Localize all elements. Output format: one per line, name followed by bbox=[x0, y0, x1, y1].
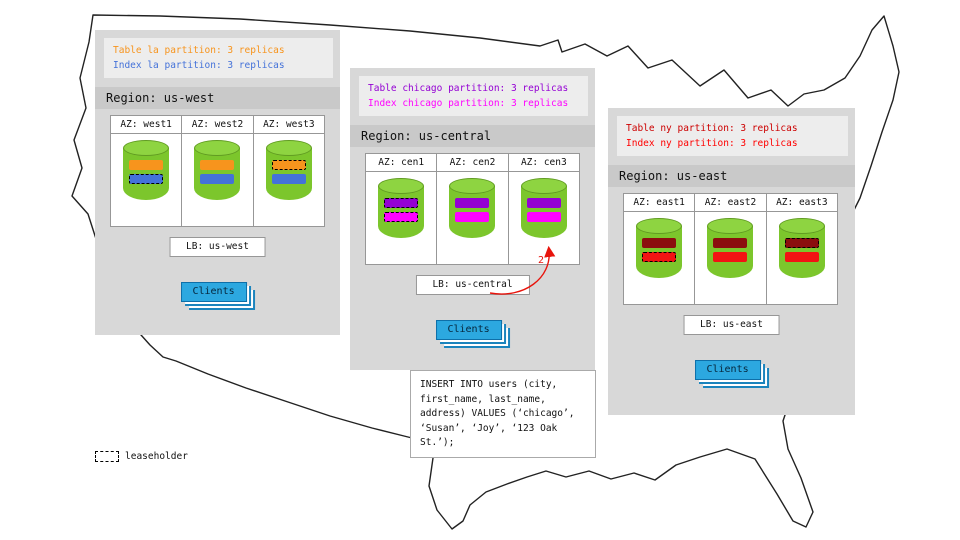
annotation-table-partition: Table ny partition: 3 replicas bbox=[626, 123, 798, 134]
index-partition-bar bbox=[713, 252, 748, 262]
cylinder-area bbox=[767, 212, 837, 304]
index-partition-bar bbox=[642, 252, 677, 262]
index-partition-bar bbox=[200, 174, 235, 184]
sql-line: St.’); bbox=[420, 437, 455, 448]
az-column: AZ: east2 bbox=[695, 194, 767, 304]
az-grid-us-east: AZ: east1 AZ: east2 AZ: east3 bbox=[623, 193, 838, 305]
cylinder-area bbox=[182, 134, 252, 226]
sql-statement: INSERT INTO users (city, first_name, las… bbox=[410, 370, 596, 458]
az-label: AZ: cen3 bbox=[508, 154, 579, 172]
az-label: AZ: cen1 bbox=[366, 154, 437, 172]
db-cylinder bbox=[778, 218, 825, 278]
az-label: AZ: cen2 bbox=[437, 154, 508, 172]
cylinder-area bbox=[624, 212, 694, 304]
az-label: AZ: west2 bbox=[182, 116, 253, 134]
table-partition-bar bbox=[271, 160, 306, 170]
partition-annotation-central: Table chicago partition: 3 replicas Inde… bbox=[359, 76, 588, 116]
leaseholder-legend-label: leaseholder bbox=[125, 451, 188, 462]
cylinder-area bbox=[254, 134, 324, 226]
db-cylinder bbox=[265, 140, 312, 200]
cylinder-area bbox=[695, 212, 765, 304]
region-title-us-west: Region: us-west bbox=[95, 87, 340, 109]
sql-line: INSERT INTO users (city, bbox=[420, 379, 558, 390]
az-column: AZ: cen3 bbox=[508, 154, 579, 264]
annotation-index-partition: Index ny partition: 3 replicas bbox=[626, 138, 798, 149]
table-partition-bar bbox=[713, 238, 748, 248]
index-partition-bar bbox=[129, 174, 164, 184]
clients-button[interactable]: Clients bbox=[435, 320, 502, 340]
partition-annotation-east: Table ny partition: 3 replicas Index ny … bbox=[617, 116, 848, 156]
index-partition-bar bbox=[784, 252, 819, 262]
cylinder-area bbox=[366, 172, 436, 264]
az-column: AZ: west2 bbox=[182, 116, 254, 226]
az-grid-us-central: AZ: cen1 AZ: cen2 AZ: cen3 bbox=[365, 153, 580, 265]
region-title-us-central: Region: us-central bbox=[350, 125, 595, 147]
region-panel-us-central: Table chicago partition: 3 replicas Inde… bbox=[350, 68, 595, 370]
az-column: AZ: west3 bbox=[253, 116, 324, 226]
table-partition-bar bbox=[526, 198, 561, 208]
az-label: AZ: east3 bbox=[766, 194, 837, 212]
index-partition-bar bbox=[455, 212, 490, 222]
db-cylinder bbox=[123, 140, 170, 200]
db-cylinder bbox=[194, 140, 241, 200]
table-partition-bar bbox=[129, 160, 164, 170]
index-partition-bar bbox=[384, 212, 419, 222]
az-label: AZ: west3 bbox=[253, 116, 324, 134]
annotation-index-partition: Index la partition: 3 replicas bbox=[113, 60, 285, 71]
clients-button[interactable]: Clients bbox=[180, 282, 247, 302]
az-column: AZ: west1 bbox=[111, 116, 183, 226]
az-column: AZ: cen2 bbox=[437, 154, 509, 264]
partition-annotation-west: Table la partition: 3 replicas Index la … bbox=[104, 38, 333, 78]
table-partition-bar bbox=[784, 238, 819, 248]
region-title-us-east: Region: us-east bbox=[608, 165, 855, 187]
region-panel-us-east: Table ny partition: 3 replicas Index ny … bbox=[608, 108, 855, 415]
table-partition-bar bbox=[384, 198, 419, 208]
table-partition-bar bbox=[642, 238, 677, 248]
clients-button[interactable]: Clients bbox=[694, 360, 761, 380]
az-column: AZ: cen1 bbox=[366, 154, 438, 264]
db-cylinder bbox=[449, 178, 496, 238]
table-partition-bar bbox=[455, 198, 490, 208]
db-cylinder bbox=[707, 218, 754, 278]
az-column: AZ: east3 bbox=[766, 194, 837, 304]
az-label: AZ: west1 bbox=[111, 116, 182, 134]
load-balancer-us-east: LB: us-east bbox=[683, 315, 780, 335]
db-cylinder bbox=[520, 178, 567, 238]
annotation-table-partition: Table la partition: 3 replicas bbox=[113, 45, 285, 56]
load-balancer-us-west: LB: us-west bbox=[169, 237, 266, 257]
sql-line: address) VALUES (‘chicago’, bbox=[420, 408, 575, 419]
db-cylinder bbox=[378, 178, 425, 238]
db-cylinder bbox=[636, 218, 683, 278]
load-balancer-us-central: LB: us-central bbox=[415, 275, 530, 295]
az-column: AZ: east1 bbox=[624, 194, 696, 304]
leaseholder-swatch-icon bbox=[95, 451, 119, 462]
leaseholder-legend: leaseholder bbox=[95, 451, 188, 462]
index-partition-bar bbox=[271, 174, 306, 184]
sql-line: first_name, last_name, bbox=[420, 393, 546, 405]
table-partition-bar bbox=[200, 160, 235, 170]
annotation-table-partition: Table chicago partition: 3 replicas bbox=[368, 83, 569, 94]
index-partition-bar bbox=[526, 212, 561, 222]
az-label: AZ: east1 bbox=[624, 194, 695, 212]
az-grid-us-west: AZ: west1 AZ: west2 AZ: west3 bbox=[110, 115, 325, 227]
cylinder-area bbox=[437, 172, 507, 264]
cylinder-area bbox=[111, 134, 181, 226]
cylinder-area bbox=[509, 172, 579, 264]
region-panel-us-west: Table la partition: 3 replicas Index la … bbox=[95, 30, 340, 335]
sql-line: ‘Susan’, ‘Joy’, ‘123 Oak bbox=[420, 422, 558, 434]
az-label: AZ: east2 bbox=[695, 194, 766, 212]
annotation-index-partition: Index chicago partition: 3 replicas bbox=[368, 98, 569, 109]
